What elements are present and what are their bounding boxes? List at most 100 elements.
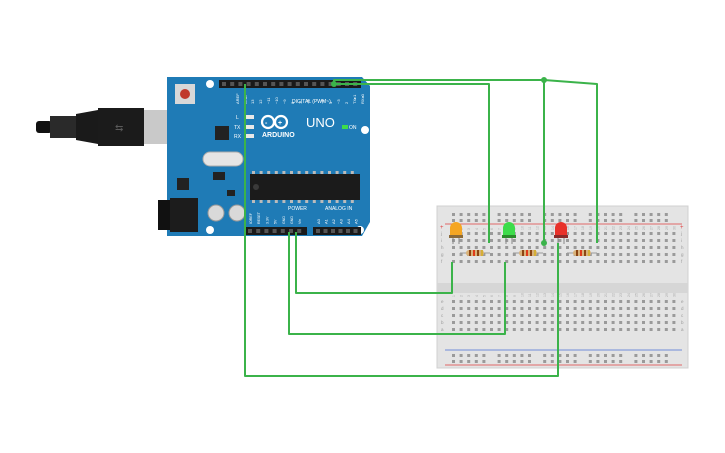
model-label: UNO [306,115,335,130]
digital-pin-label: ~9 [282,99,287,104]
column-number: 20 [596,226,600,230]
analog-header[interactable] [313,227,361,235]
column-number: 4 [475,295,479,297]
row-letter: h [681,245,684,250]
column-number: 19 [589,226,593,230]
column-number: 27 [650,226,654,230]
resistor[interactable] [567,250,597,256]
wire[interactable] [244,84,559,377]
column-number: 18 [581,293,585,297]
power-pin-label: 3.3V [265,216,269,224]
analog-pin-label: A1 [324,218,329,224]
row-letter: c [681,313,684,318]
crystal [202,151,244,167]
column-number: 11 [528,226,532,230]
wire-joint [541,240,547,246]
column-number: 10 [520,293,524,297]
brand-label: ARDUINO [262,132,295,139]
resistor[interactable] [513,250,543,256]
wire-joint [331,81,337,87]
column-number: 24 [627,293,631,297]
power-pin-label: GND [290,216,294,224]
capacitor [228,204,246,222]
on-label: ON [349,125,357,131]
svg-text:-: - [265,120,268,127]
row-letter: h [441,245,444,250]
digital-pin-label: 13 [250,99,255,104]
column-number: 7 [498,295,502,297]
column-number: 21 [604,293,608,297]
row-letter: c [441,313,444,318]
column-number: 12 [536,293,540,297]
column-number: 12 [536,226,540,230]
column-number: 26 [642,226,646,230]
row-letter: g [441,252,444,257]
digital-pin-label: 12 [258,99,263,104]
column-number: 4 [475,228,479,230]
row-letter: a [441,327,444,332]
column-number: 5 [482,228,486,230]
wire[interactable] [295,232,453,294]
column-number: 20 [596,293,600,297]
svg-text:+: + [278,120,282,127]
power-pin-label: RESET [257,211,261,224]
column-number: 14 [551,226,555,230]
row-letter: i [681,238,682,243]
column-number: 22 [612,293,616,297]
column-number: 30 [672,226,676,230]
arduino-board[interactable]: L TX RX - + ARDUINO UNO ON DIGITAL (PWM~… [158,77,370,236]
plus-rail-label-right: + [680,225,684,231]
wire[interactable] [334,83,490,243]
column-number: 8 [505,295,509,297]
column-number: 17 [574,293,578,297]
microcontroller-chip [250,174,360,200]
column-number: 27 [650,293,654,297]
power-pin-label: Vin [298,219,302,224]
row-letter: i [441,238,442,243]
column-number: 1 [452,295,456,297]
row-letter: d [681,306,684,311]
tx-label: TX [234,125,241,131]
power-pin-label: 5V [274,219,278,224]
green-led[interactable] [502,222,516,244]
red-led[interactable] [554,222,568,244]
column-number: 24 [627,226,631,230]
digital-pin-label: TX▸1 [352,94,357,104]
pin-label: AREF [235,93,240,104]
column-number: 13 [543,293,547,297]
column-number: 9 [513,295,517,297]
power-label: POWER [288,206,307,212]
row-letter: j [680,231,682,236]
row-letter: f [681,259,683,264]
column-number: 2 [460,295,464,297]
analog-pin-label: A5 [354,218,359,224]
column-number: 28 [657,293,661,297]
column-number: 29 [665,226,669,230]
column-number: 5 [482,295,486,297]
column-number: 22 [612,226,616,230]
row-letter: d [441,306,444,311]
column-number: 30 [672,293,676,297]
analog-pin-label: A3 [339,218,344,224]
column-number: 21 [604,226,608,230]
analog-pin-label: A2 [331,218,336,224]
column-number: 19 [589,293,593,297]
arduino-logo-icon: - + [260,114,289,130]
column-number: 11 [528,293,532,297]
l-label: L [236,115,239,121]
row-letter: b [681,320,684,325]
column-number: 26 [642,293,646,297]
resistor[interactable] [460,250,490,256]
usb-cable: ⇆ [36,108,178,146]
row-letter: e [681,299,684,304]
column-number: 14 [551,293,555,297]
yellow-led[interactable] [449,222,463,244]
digital-pin-label: ~6 [306,99,311,104]
wire[interactable] [543,79,598,243]
digital-pin-label: 4 [328,101,333,104]
column-number: 16 [566,293,570,297]
wire[interactable] [288,232,506,335]
row-letter: a [681,327,684,332]
digital-pin-label: 7 [298,101,303,104]
